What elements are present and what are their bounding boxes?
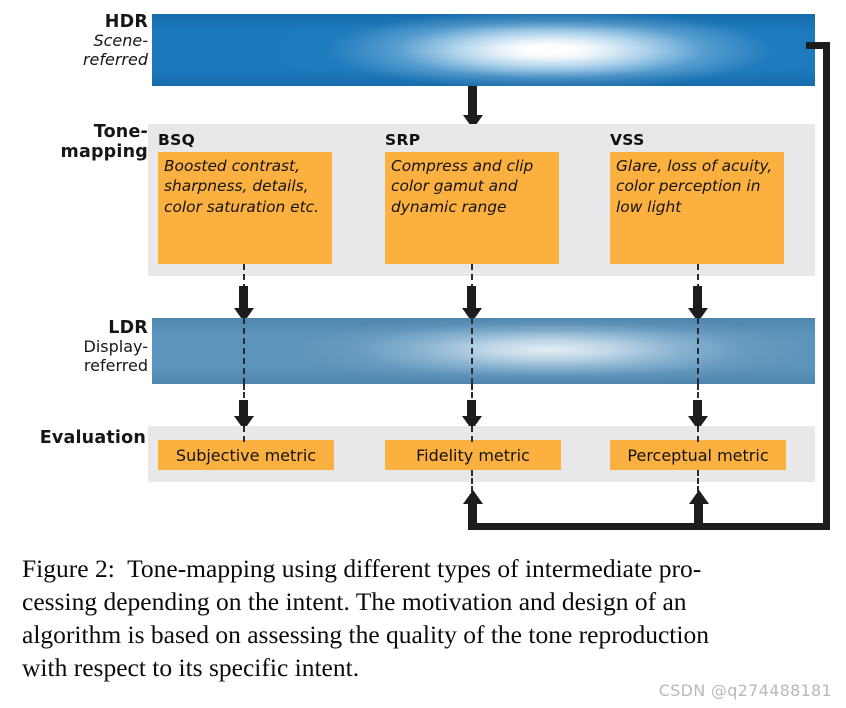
connector-through-fidelity bbox=[471, 426, 473, 442]
connector-vss-to-ldr-upper bbox=[697, 264, 699, 290]
connector-bsq-to-evaluation bbox=[243, 384, 245, 406]
feedback-arrow-fidelity-head bbox=[462, 490, 483, 504]
connector-bsq-to-ldr-upper bbox=[243, 264, 245, 290]
connector-through-subjective bbox=[243, 426, 245, 442]
ldr-bar-highlight bbox=[152, 318, 815, 384]
figure-caption: Figure 2: Tone-mapping using different t… bbox=[22, 552, 832, 685]
row-label-evaluation-title: Evaluation bbox=[39, 428, 146, 448]
arrow-vss-to-ldr-shaft bbox=[693, 286, 702, 312]
connector-srp-to-evaluation bbox=[471, 384, 473, 406]
arrow-ldr-to-fidelity-shaft bbox=[467, 400, 476, 420]
metric-box-fidelity: Fidelity metric bbox=[385, 440, 561, 470]
row-label-ldr-title: LDR bbox=[108, 318, 148, 338]
feedback-arrow-fidelity-shaft bbox=[468, 500, 477, 526]
row-label-ldr: LDR Display- referred bbox=[20, 318, 148, 375]
column-title-vss: VSS bbox=[610, 131, 645, 149]
arrow-bsq-to-ldr-shaft bbox=[239, 286, 248, 312]
connector-vss-to-evaluation bbox=[697, 384, 699, 406]
arrow-srp-to-ldr-shaft bbox=[467, 286, 476, 312]
metric-box-subjective: Subjective metric bbox=[158, 440, 334, 470]
feedback-loop-right-segment bbox=[823, 42, 830, 530]
tone-mapping-box-vss: Glare, loss of acuity, color perception … bbox=[610, 152, 784, 264]
hdr-image-bar bbox=[152, 14, 815, 86]
row-label-hdr-subtitle-line1: Scene- bbox=[93, 31, 148, 51]
caption-line-3: algorithm is based on assessing the qual… bbox=[22, 620, 709, 650]
ldr-image-bar bbox=[152, 318, 815, 384]
hdr-bar-highlight bbox=[152, 14, 815, 86]
connector-srp-to-ldr-upper bbox=[471, 264, 473, 290]
caption-line-1: Figure 2: Tone-mapping using different t… bbox=[22, 554, 702, 583]
row-label-tone-mapping: Tone- mapping bbox=[12, 122, 148, 163]
arrow-ldr-to-perceptual-shaft bbox=[693, 400, 702, 420]
metric-box-perceptual: Perceptual metric bbox=[610, 440, 786, 470]
caption-line-4: with respect to its specific intent. bbox=[22, 653, 360, 683]
connector-below-perceptual bbox=[697, 470, 699, 492]
connector-srp-across-ldr bbox=[471, 318, 473, 384]
row-label-evaluation: Evaluation bbox=[0, 428, 146, 448]
tone-mapping-box-bsq: Boosted contrast, sharpness, details, co… bbox=[158, 152, 332, 264]
hdr-bar-edge-shading bbox=[152, 14, 815, 86]
arrow-hdr-to-tonemapping-shaft bbox=[468, 86, 477, 118]
row-label-hdr-title: HDR bbox=[104, 12, 148, 32]
row-label-tone-mapping-line1: Tone- bbox=[93, 122, 148, 142]
row-label-hdr-subtitle-line2: referred bbox=[82, 49, 148, 69]
tone-mapping-diagram: HDR Scene- referred Tone- mapping BSQ Bo… bbox=[0, 12, 830, 530]
feedback-loop-top-segment bbox=[806, 42, 830, 49]
feedback-loop-bottom-segment bbox=[468, 523, 830, 530]
caption-line-2: cessing depending on the intent. The mot… bbox=[22, 587, 687, 617]
arrow-ldr-to-subjective-shaft bbox=[239, 400, 248, 420]
column-title-srp: SRP bbox=[385, 131, 421, 149]
tone-mapping-box-srp: Compress and clip color gamut and dynami… bbox=[385, 152, 559, 264]
feedback-arrow-perceptual-shaft bbox=[694, 500, 703, 526]
connector-bsq-across-ldr bbox=[243, 318, 245, 384]
feedback-arrow-perceptual-head bbox=[688, 490, 709, 504]
row-label-hdr: HDR Scene- referred bbox=[20, 12, 148, 69]
row-label-ldr-subtitle-line1: Display- bbox=[83, 337, 148, 357]
connector-through-perceptual bbox=[697, 426, 699, 442]
row-label-ldr-subtitle-line2: referred bbox=[83, 355, 148, 375]
csdn-watermark: CSDN @q274488181 bbox=[658, 681, 832, 700]
ldr-bar-edge-shading bbox=[152, 318, 815, 384]
column-title-bsq: BSQ bbox=[158, 131, 196, 149]
connector-vss-across-ldr bbox=[697, 318, 699, 384]
connector-below-fidelity bbox=[471, 470, 473, 492]
row-label-tone-mapping-line2: mapping bbox=[60, 142, 148, 163]
